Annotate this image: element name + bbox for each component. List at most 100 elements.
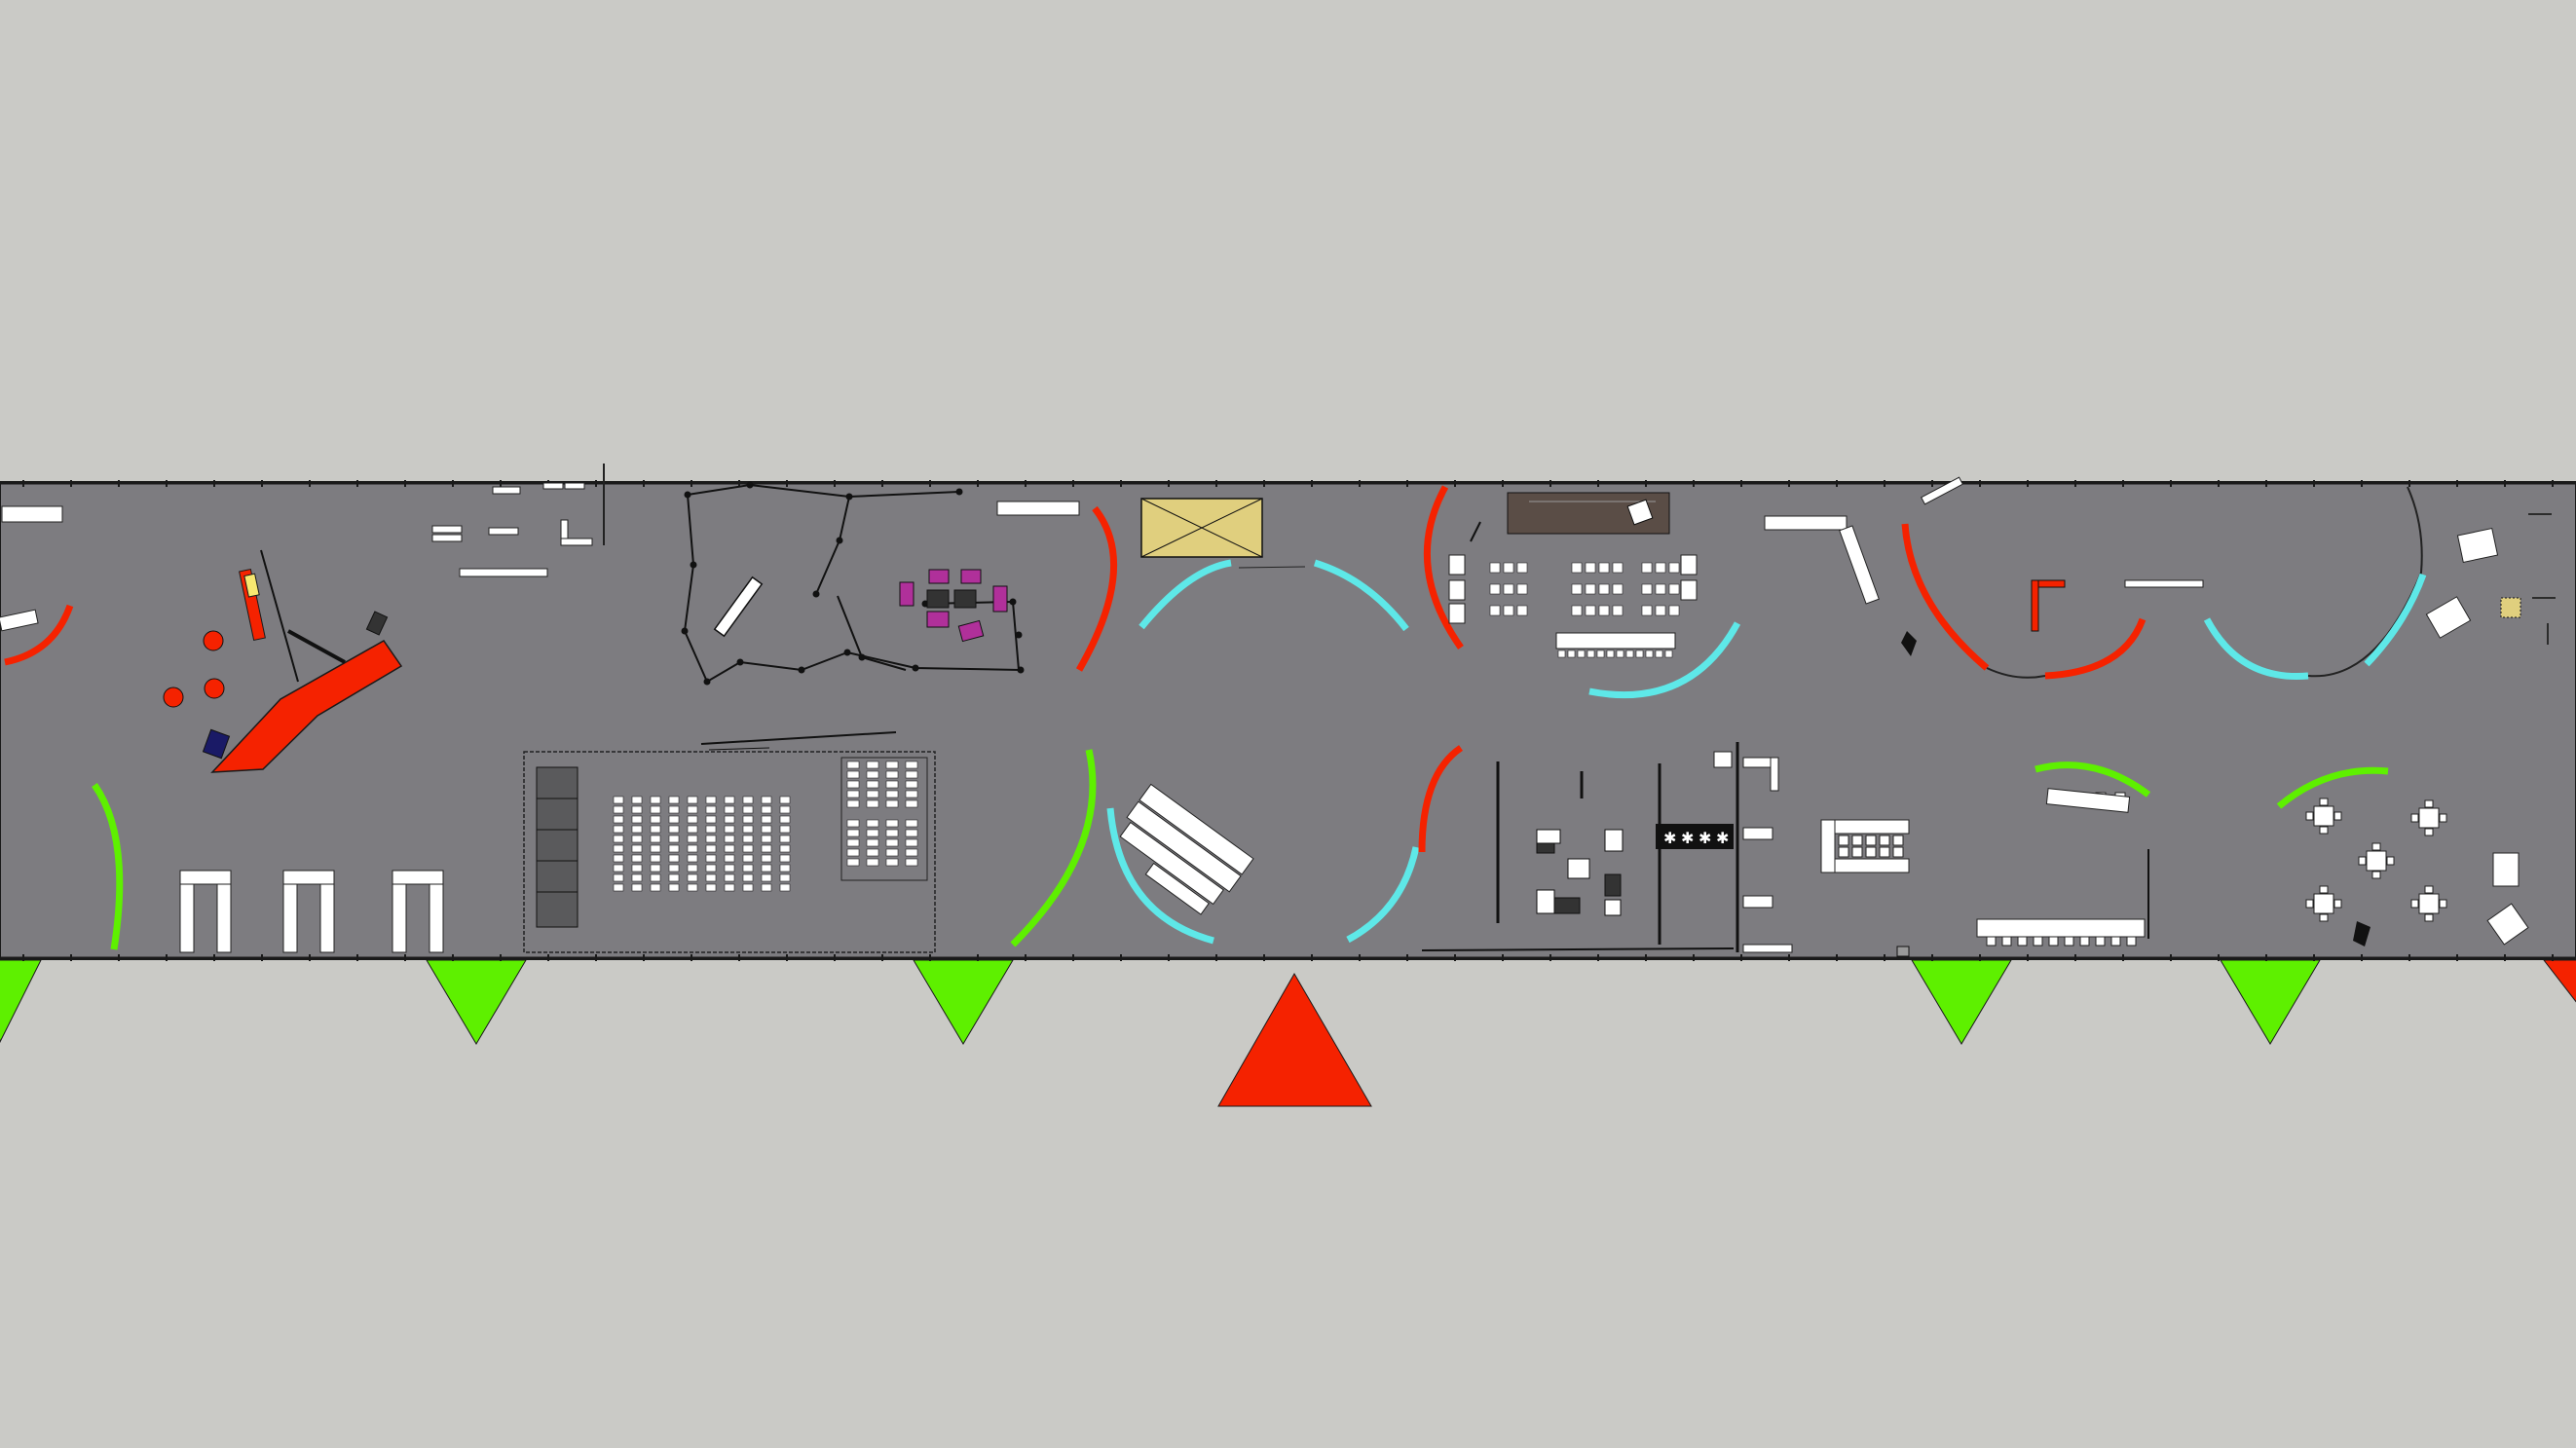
curved-partition-cyan[interactable] [1346,846,1420,944]
workshop-area[interactable] [1764,476,2556,681]
wall-ticks [22,480,2554,961]
chair [1503,562,1514,574]
lounge-seating[interactable] [899,569,1008,643]
chair [1598,605,1610,616]
cafe-table [2418,807,2440,829]
chair [779,883,791,892]
curved-partition-cyan[interactable] [2203,617,2309,681]
platform-area[interactable] [1010,498,1464,947]
u-counter[interactable] [179,870,232,953]
desk-group[interactable] [1764,476,2204,605]
curved-partition-cyan[interactable] [2364,573,2427,667]
curved-partition-green[interactable] [2035,761,2151,798]
curved-partition-cyan[interactable] [1588,621,1741,699]
work-tables[interactable] [1536,829,1624,916]
curved-partition-red[interactable] [1418,745,1464,853]
curved-partition-red[interactable] [4,604,74,666]
chair [1585,562,1596,574]
curved-partition-cyan[interactable] [1313,559,1409,632]
main-entrance-marker[interactable] [1217,972,1372,1107]
classroom-area[interactable] [1423,485,1741,699]
network-node [812,590,820,598]
cafe-tables[interactable] [2305,798,2447,922]
chair [2358,856,2367,866]
curved-partition-green[interactable] [1010,749,1097,947]
round-table[interactable] [204,678,225,699]
round-table[interactable] [203,630,224,651]
round-table[interactable] [163,687,184,708]
entrance-marker[interactable] [913,959,1014,1045]
chair [1625,650,1634,658]
chair [724,835,735,843]
curved-partition-red[interactable] [1423,485,1464,650]
network-node [690,561,697,569]
side-counter[interactable] [1713,751,1793,953]
chair [1516,605,1528,616]
chair [742,805,754,814]
chair [885,829,899,837]
chair [613,864,624,873]
entrance-marker[interactable] [1911,959,2012,1045]
chair [742,864,754,873]
l-shape-counter[interactable] [2031,579,2066,632]
curved-partition-green[interactable] [92,782,124,950]
long-bench[interactable] [713,575,764,638]
chair [650,873,661,882]
workshop-lower[interactable]: ✱✱✱✱ [1421,742,1793,953]
chair [631,805,643,814]
chair [1571,562,1583,574]
stage-platform[interactable] [536,766,579,928]
chair [866,799,879,808]
feature-installation[interactable] [163,549,403,773]
cafe-area[interactable] [1896,761,2529,957]
u-counter[interactable] [392,870,444,953]
curved-partition-cyan[interactable] [1106,807,1214,945]
chair [687,854,698,863]
hall-floor [0,481,2576,960]
chair [613,883,624,892]
entrance-marker[interactable] [426,959,527,1045]
chair [1865,835,1877,846]
display-strip[interactable] [1656,824,1734,849]
chair [1489,605,1501,616]
booth-kiosk[interactable] [2425,527,2499,639]
chair [761,883,772,892]
chair [631,854,643,863]
entrance-marker[interactable] [2220,959,2321,1045]
chair [668,844,680,853]
reception-area[interactable] [0,464,605,953]
exit-marker[interactable] [2542,959,2576,1021]
e-shaped-tables[interactable] [1820,819,1910,873]
curved-partition-red[interactable] [1901,523,1990,671]
chair [779,873,791,882]
chair [1571,605,1583,616]
side-tables[interactable] [1448,554,1698,650]
chair [1598,562,1610,574]
theatre-seating[interactable] [523,731,936,953]
entrance-marker[interactable] [0,959,42,1044]
chair [1668,583,1680,595]
info-board[interactable] [2500,597,2521,618]
chair [631,844,643,853]
curved-partition-red[interactable] [2044,617,2147,680]
booth-kiosk[interactable] [2486,852,2529,946]
chair-grid[interactable] [1489,562,1680,658]
curved-partition-green[interactable] [2276,766,2389,809]
curved-partition-red[interactable] [1075,505,1118,672]
chair [1664,650,1673,658]
lobby-desks[interactable] [431,482,593,577]
chair [1645,650,1654,658]
chair-block[interactable] [846,761,918,867]
tilted-counter[interactable] [1106,783,1254,920]
chair [650,854,661,863]
chair [687,864,698,873]
chair [687,883,698,892]
desk-group[interactable] [996,501,1080,516]
small-marker [2353,921,2371,947]
u-counter[interactable] [282,870,335,953]
curved-partition-cyan[interactable] [1139,559,1232,630]
desk-group[interactable] [0,505,63,632]
chair-rows[interactable] [613,796,791,892]
